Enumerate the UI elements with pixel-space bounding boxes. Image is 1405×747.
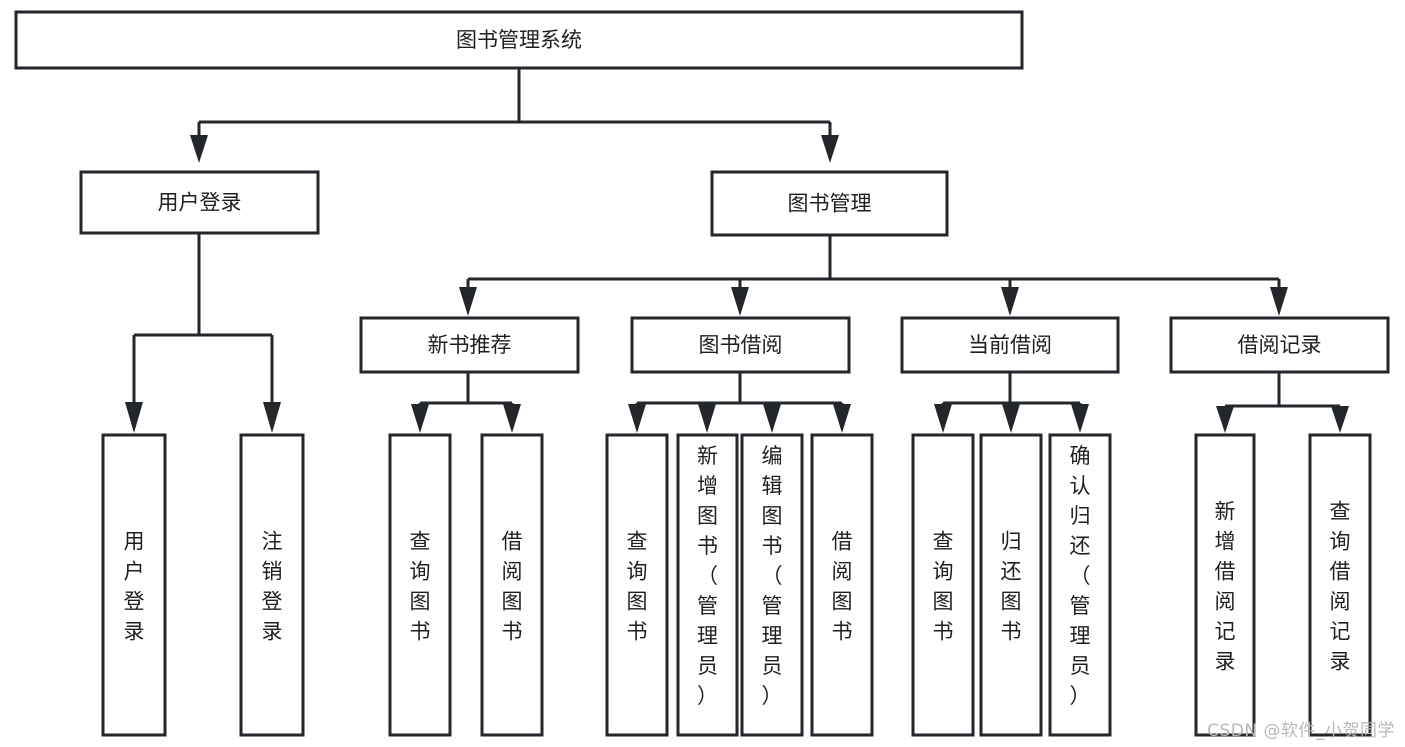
node-label-book-manage: 图书管理 [788, 192, 872, 216]
node-label-leaf-edit-book: 编辑图书（管理员） [762, 444, 783, 708]
node-box-leaf-confirm-return[interactable] [1048, 433, 1112, 737]
node-leaf-return-book[interactable]: 归还图书 [979, 433, 1043, 737]
node-label-leaf-borrow-book: 借阅图书 [832, 529, 853, 643]
node-label-current-borrow: 当前借阅 [968, 333, 1052, 357]
node-label-leaf-borrow-book-rec: 借阅图书 [502, 529, 523, 643]
arrow-to-book-borrow [731, 287, 749, 316]
node-leaf-edit-book[interactable]: 编辑图书（管理员） [740, 433, 804, 737]
node-label-leaf-add-record: 新增借阅记录 [1215, 499, 1236, 673]
node-leaf-confirm-return[interactable]: 确认归还（管理员） [1048, 433, 1112, 737]
node-box-leaf-borrow-book-rec[interactable] [480, 433, 544, 737]
node-label-borrow-record: 借阅记录 [1238, 333, 1322, 357]
node-label-leaf-add-book: 新增图书（管理员） [697, 444, 718, 708]
arrow-to-leaf-user-login [125, 402, 143, 433]
node-box-leaf-query-book-borrow[interactable] [605, 433, 669, 737]
csdn-watermark: CSDN @软件_小贺同学 [1207, 721, 1395, 741]
node-book-manage[interactable]: 图书管理 [710, 170, 949, 237]
node-label-leaf-query-record: 查询借阅记录 [1330, 499, 1351, 673]
arrow-to-leaf-add-book [698, 404, 716, 433]
node-box-leaf-user-login[interactable] [101, 433, 167, 737]
node-box-leaf-add-record[interactable] [1194, 433, 1256, 737]
arrow-to-leaf-query-book-borrow [628, 404, 646, 433]
node-box-new-book-rec[interactable] [359, 316, 580, 374]
node-label-root: 图书管理系统 [456, 28, 582, 52]
node-leaf-borrow-book[interactable]: 借阅图书 [810, 433, 874, 737]
arrow-to-user-login [190, 135, 208, 163]
node-box-book-borrow[interactable] [630, 316, 851, 374]
node-new-book-rec[interactable]: 新书推荐 [359, 316, 580, 374]
node-current-borrow[interactable]: 当前借阅 [900, 316, 1120, 374]
node-leaf-query-book-borrow[interactable]: 查询图书 [605, 433, 669, 737]
arrow-to-new-book-rec [459, 287, 477, 316]
node-label-leaf-return-book: 归还图书 [1001, 529, 1022, 643]
arrow-to-leaf-return-book [1002, 404, 1020, 433]
node-leaf-user-login[interactable]: 用户登录 [101, 433, 167, 737]
node-box-leaf-borrow-book[interactable] [810, 433, 874, 737]
node-box-root[interactable] [14, 10, 1024, 70]
node-leaf-query-book-cur[interactable]: 查询图书 [911, 433, 975, 737]
node-box-leaf-user-logout[interactable] [239, 433, 305, 737]
node-box-leaf-edit-book[interactable] [740, 433, 804, 737]
node-label-new-book-rec: 新书推荐 [428, 333, 512, 357]
node-layer: 图书管理系统用户登录图书管理新书推荐图书借阅当前借阅借阅记录用户登录注销登录查询… [14, 10, 1390, 737]
arrow-to-leaf-borrow-book-rec [503, 404, 521, 433]
node-box-book-manage[interactable] [710, 170, 949, 237]
arrow-to-leaf-confirm-return [1071, 404, 1089, 433]
node-label-user-login: 用户登录 [158, 191, 242, 215]
node-book-borrow[interactable]: 图书借阅 [630, 316, 851, 374]
node-borrow-record[interactable]: 借阅记录 [1169, 316, 1390, 374]
node-leaf-query-record[interactable]: 查询借阅记录 [1308, 433, 1372, 737]
node-leaf-user-logout[interactable]: 注销登录 [239, 433, 305, 737]
node-label-leaf-user-logout: 注销登录 [262, 529, 283, 643]
node-leaf-add-record[interactable]: 新增借阅记录 [1194, 433, 1256, 737]
node-label-leaf-confirm-return: 确认归还（管理员） [1070, 444, 1091, 708]
arrow-to-book-manage [821, 135, 839, 163]
node-label-leaf-user-login: 用户登录 [124, 529, 145, 643]
arrow-to-leaf-user-logout [263, 402, 281, 433]
node-box-leaf-query-book-rec[interactable] [388, 433, 452, 737]
arrow-to-leaf-query-record [1331, 406, 1349, 433]
node-label-leaf-query-book-cur: 查询图书 [933, 529, 954, 643]
node-box-user-login[interactable] [79, 170, 320, 235]
node-user-login[interactable]: 用户登录 [79, 170, 320, 235]
arrow-to-leaf-borrow-book [833, 404, 851, 433]
node-label-leaf-query-book-rec: 查询图书 [410, 529, 431, 643]
node-box-current-borrow[interactable] [900, 316, 1120, 374]
node-label-leaf-query-book-borrow: 查询图书 [627, 529, 648, 643]
arrow-to-leaf-query-book-rec [411, 404, 429, 433]
arrow-to-leaf-add-record [1216, 406, 1234, 433]
node-leaf-borrow-book-rec[interactable]: 借阅图书 [480, 433, 544, 737]
node-box-leaf-query-book-cur[interactable] [911, 433, 975, 737]
node-leaf-query-book-rec[interactable]: 查询图书 [388, 433, 452, 737]
node-label-book-borrow: 图书借阅 [699, 333, 783, 357]
arrow-to-leaf-edit-book [763, 404, 781, 433]
node-box-leaf-return-book[interactable] [979, 433, 1043, 737]
node-box-leaf-query-record[interactable] [1308, 433, 1372, 737]
node-box-borrow-record[interactable] [1169, 316, 1390, 374]
node-leaf-add-book[interactable]: 新增图书（管理员） [676, 433, 739, 737]
node-root[interactable]: 图书管理系统 [14, 10, 1024, 70]
arrow-to-current-borrow [1001, 287, 1019, 316]
node-box-leaf-add-book[interactable] [676, 433, 739, 737]
arrow-to-leaf-query-book-cur [934, 404, 952, 433]
edge-layer [125, 68, 1349, 433]
arrow-to-borrow-record [1270, 287, 1288, 316]
